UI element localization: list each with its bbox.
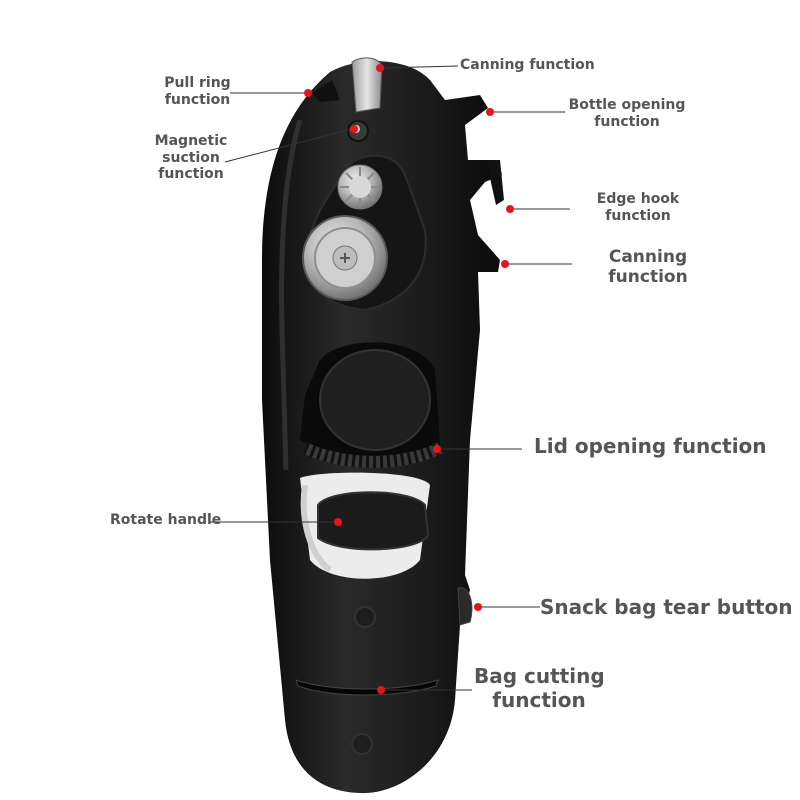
callout-magnetic-suction: Magnetic suction function [154, 133, 228, 183]
callout-lid-opening: Lid opening function [534, 434, 767, 458]
rotate-knob-upper [319, 349, 431, 451]
body-highlight [279, 119, 303, 471]
callout-pull-ring: Pull ring function [164, 75, 231, 108]
rotate-handle-knob [317, 491, 430, 551]
marker-dots [304, 64, 514, 694]
edge-hook [488, 160, 504, 205]
callout-canning-top: Canning function [460, 57, 595, 73]
lid-opening-ridge [302, 442, 443, 468]
bag-cutting-slot [295, 679, 439, 696]
callout-snack-bag-tear: Snack bag tear button [540, 595, 793, 619]
top-canning-blade [351, 57, 383, 113]
screw-hole [354, 606, 376, 628]
callout-canning-side: Canning function [608, 247, 688, 288]
callout-edge-hook: Edge hook function [596, 191, 680, 224]
pull-ring-hook [312, 80, 340, 102]
screw-hole [351, 733, 373, 755]
tear-button [457, 587, 473, 626]
callout-bottle-opening: Bottle opening function [568, 97, 686, 130]
callout-rotate-handle: Rotate handle [110, 512, 222, 528]
leader-lines [210, 65, 572, 691]
callout-bag-cutting: Bag cutting function [474, 664, 605, 712]
